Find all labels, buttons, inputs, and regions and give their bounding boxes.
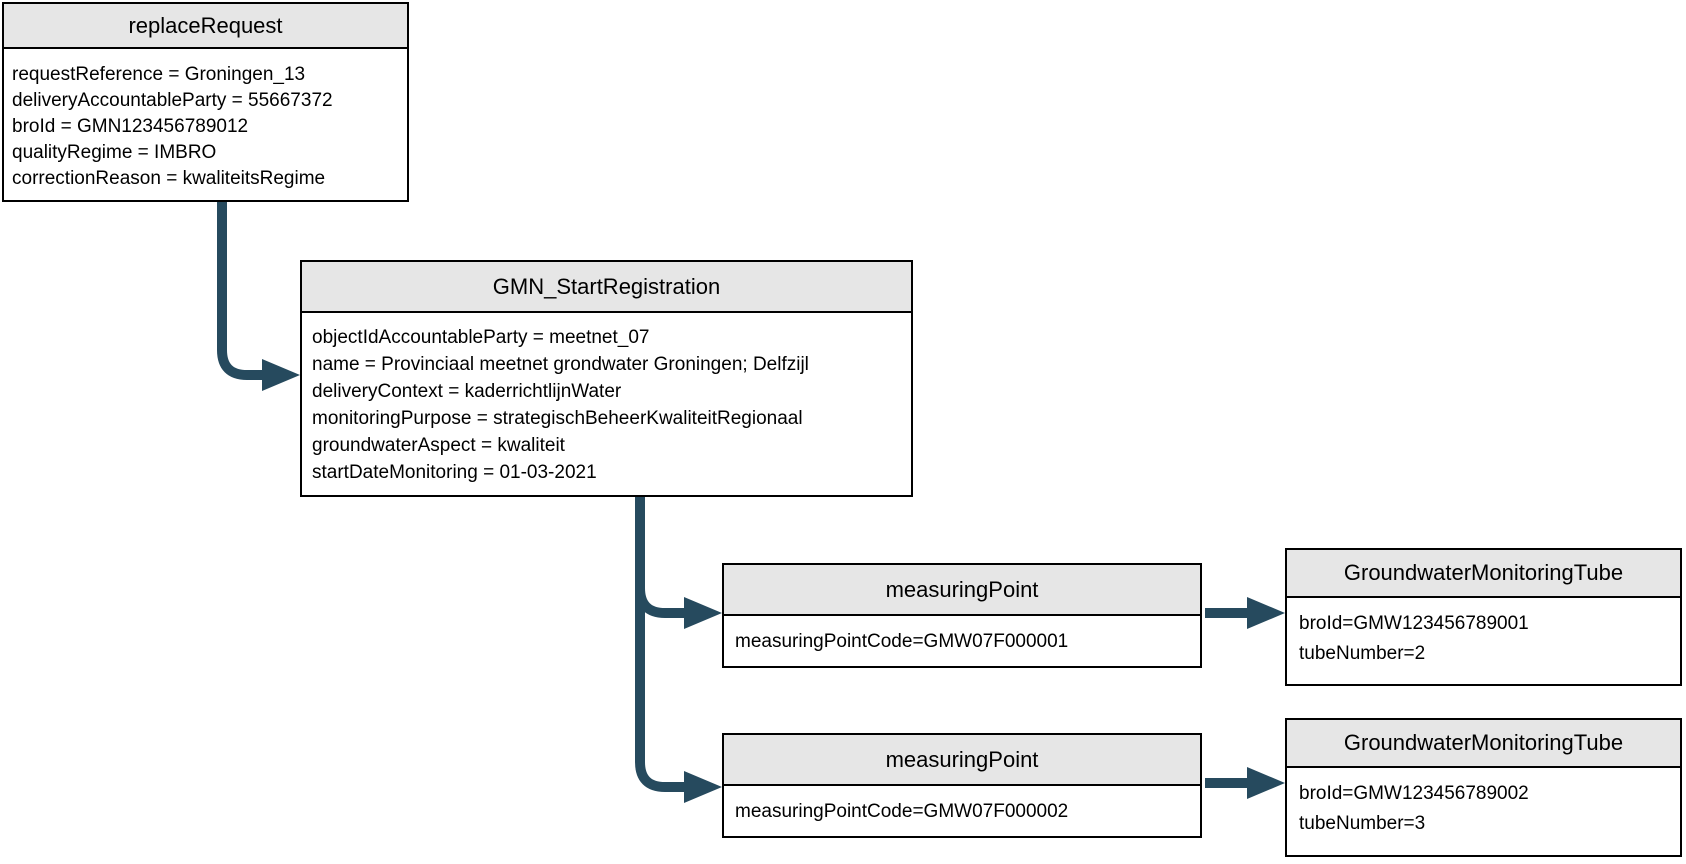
node-groundwater-monitoring-tube-1: GroundwaterMonitoringTube broId=GMW12345…	[1285, 548, 1682, 686]
attribute-line: broId=GMW123456789002	[1299, 783, 1529, 804]
node-title: measuringPoint	[885, 746, 1039, 772]
attribute-line: requestReference = Groningen_13	[12, 64, 306, 85]
attribute-line: broId=GMW123456789001	[1299, 613, 1529, 634]
attribute-line: qualityRegime = IMBRO	[12, 142, 217, 163]
node-title: measuringPoint	[885, 576, 1039, 602]
connector-gmn-to-measuring-point-1	[635, 497, 722, 629]
node-replace-request-body: requestReference = Groningen_13 delivery…	[4, 49, 407, 192]
attribute-line: name = Provinciaal meetnet grondwater Gr…	[312, 354, 809, 375]
attribute-line: startDateMonitoring = 01-03-2021	[312, 462, 597, 483]
attribute-line: groundwaterAspect = kwaliteit	[312, 435, 565, 456]
node-gmn-start-registration-body: objectIdAccountableParty = meetnet_07 na…	[302, 313, 911, 486]
attribute-line: correctionReason = kwaliteitsRegime	[12, 168, 326, 189]
node-title: GroundwaterMonitoringTube	[1343, 730, 1624, 755]
node-title: replaceRequest	[128, 12, 283, 38]
node-measuring-point-1-header: measuringPoint	[724, 565, 1200, 616]
attribute-line: measuringPointCode=GMW07F000001	[735, 631, 1069, 652]
attribute-line: monitoringPurpose = strategischBeheerKwa…	[312, 408, 803, 429]
attribute-line: measuringPointCode=GMW07F000002	[735, 801, 1069, 822]
attribute-line: deliveryContext = kaderrichtlijnWater	[312, 381, 622, 402]
attribute-line: broId = GMN123456789012	[12, 116, 249, 137]
node-measuring-point-2-header: measuringPoint	[724, 735, 1200, 786]
node-title: GroundwaterMonitoringTube	[1343, 560, 1624, 585]
node-groundwater-monitoring-tube-2-body: broId=GMW123456789002 tubeNumber=3	[1287, 768, 1680, 839]
node-gmn-start-registration: GMN_StartRegistration objectIdAccountabl…	[300, 260, 913, 497]
node-replace-request-header: replaceRequest	[4, 4, 407, 49]
node-measuring-point-2: measuringPoint measuringPointCode=GMW07F…	[722, 733, 1202, 838]
node-groundwater-monitoring-tube-1-header: GroundwaterMonitoringTube	[1287, 550, 1680, 598]
attribute-line: deliveryAccountableParty = 55667372	[12, 90, 333, 111]
node-title: GMN_StartRegistration	[492, 273, 721, 299]
node-groundwater-monitoring-tube-2-header: GroundwaterMonitoringTube	[1287, 720, 1680, 768]
node-groundwater-monitoring-tube-1-body: broId=GMW123456789001 tubeNumber=2	[1287, 598, 1680, 669]
connector-replace-request-to-gmn	[217, 202, 300, 391]
attribute-line: tubeNumber=2	[1299, 643, 1426, 664]
node-measuring-point-1-body: measuringPointCode=GMW07F000001	[724, 616, 1200, 655]
attribute-line: objectIdAccountableParty = meetnet_07	[312, 327, 650, 348]
node-gmn-start-registration-header: GMN_StartRegistration	[302, 262, 911, 313]
node-measuring-point-1: measuringPoint measuringPointCode=GMW07F…	[722, 563, 1202, 668]
connector-gmn-to-measuring-point-2	[635, 497, 722, 803]
node-replace-request: replaceRequest requestReference = Gronin…	[2, 2, 409, 202]
node-groundwater-monitoring-tube-2: GroundwaterMonitoringTube broId=GMW12345…	[1285, 718, 1682, 857]
attribute-line: tubeNumber=3	[1299, 813, 1426, 834]
node-measuring-point-2-body: measuringPointCode=GMW07F000002	[724, 786, 1200, 825]
